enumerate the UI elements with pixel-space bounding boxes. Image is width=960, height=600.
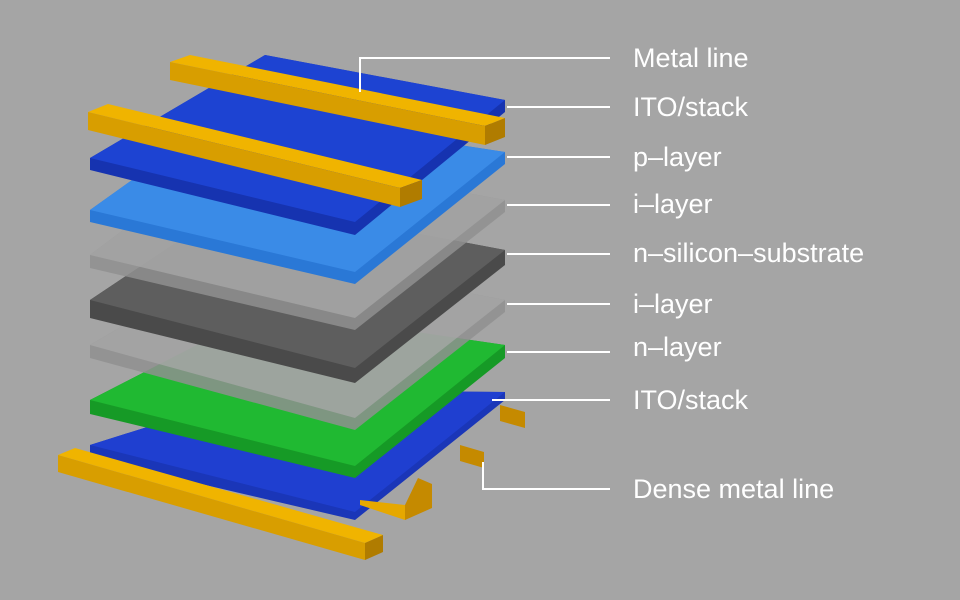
dense-metal-lines-front [58, 448, 432, 560]
dense-metal-bar [360, 500, 405, 520]
metal-lines-top [88, 55, 505, 207]
label-ito-top: ITO/stack [633, 92, 749, 122]
dense-metal-bar [58, 455, 365, 560]
metal-bar [88, 112, 400, 207]
dense-metal-bar [405, 478, 432, 520]
dense-metal-bar [500, 405, 525, 428]
dense-metal-lines-back [460, 405, 525, 468]
metal-bar [170, 62, 485, 145]
labels: Metal line ITO/stack p–layer i–layer n–s… [633, 43, 864, 504]
label-n-layer: n–layer [633, 332, 722, 362]
label-p-layer: p–layer [633, 142, 722, 172]
label-dense-metal-line: Dense metal line [633, 474, 834, 504]
label-i-layer-top: i–layer [633, 189, 713, 219]
metal-bar [88, 104, 422, 188]
label-i-layer-bottom: i–layer [633, 289, 713, 319]
label-metal-line: Metal line [633, 43, 749, 73]
leader-metal-line [359, 57, 610, 92]
dense-metal-bar [365, 535, 383, 560]
metal-bar [400, 180, 422, 207]
leader-dense-metal-line [482, 462, 610, 490]
dense-metal-bar [58, 448, 383, 543]
leader-lines [359, 57, 610, 490]
metal-bar [170, 55, 505, 126]
metal-bar [485, 118, 505, 145]
dense-metal-bar [460, 445, 484, 468]
label-n-silicon-substrate: n–silicon–substrate [633, 238, 864, 268]
label-ito-bottom: ITO/stack [633, 385, 749, 415]
